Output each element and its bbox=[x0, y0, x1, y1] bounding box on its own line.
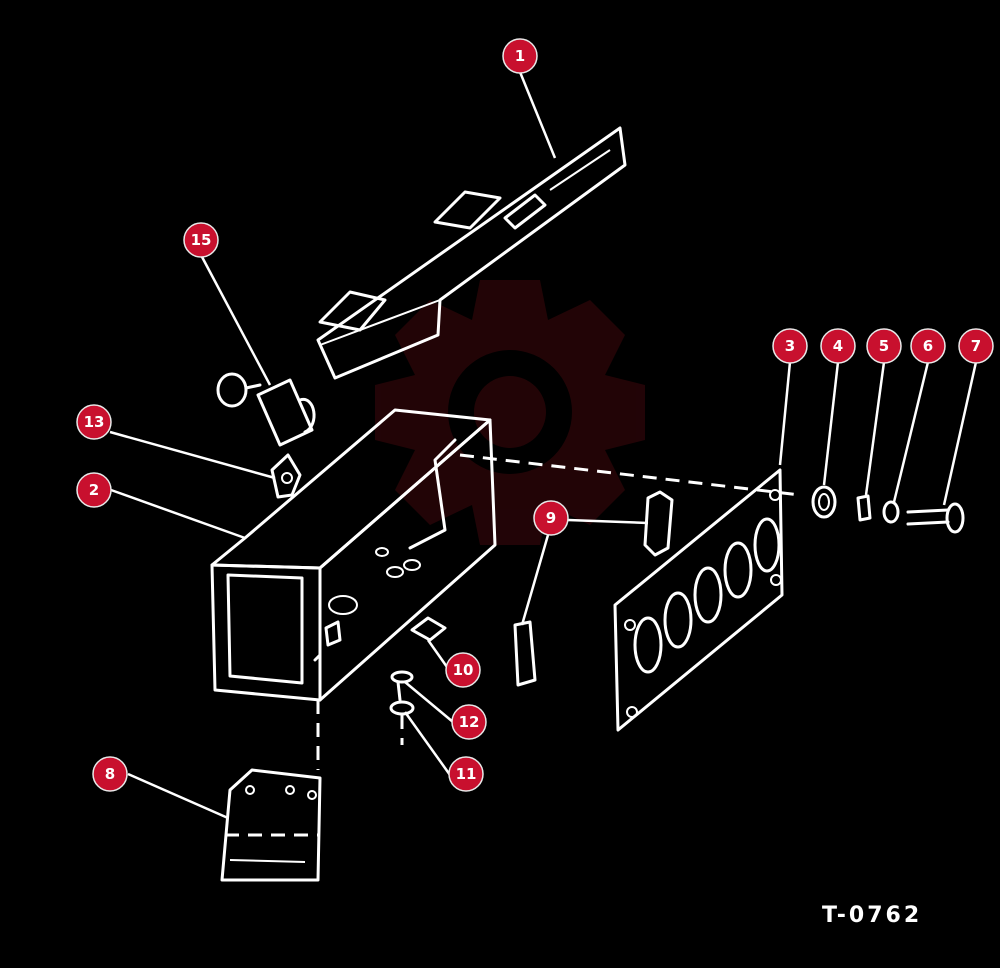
gear-watermark-icon bbox=[375, 280, 645, 545]
svg-text:11: 11 bbox=[456, 765, 477, 783]
callout-10: 10 bbox=[445, 652, 481, 688]
leader-lines bbox=[109, 71, 978, 820]
callout-2: 2 bbox=[76, 472, 112, 508]
part-clip-lower bbox=[513, 620, 537, 687]
callout-8: 8 bbox=[92, 756, 128, 792]
part-hasp bbox=[270, 453, 302, 499]
callout-7: 7 bbox=[958, 328, 994, 364]
part-screw bbox=[390, 670, 414, 702]
callout-9: 9 bbox=[533, 500, 569, 536]
callout-11: 11 bbox=[448, 756, 484, 792]
svg-text:15: 15 bbox=[191, 231, 212, 249]
callout-15: 15 bbox=[183, 222, 219, 258]
part-clip-upper bbox=[643, 490, 674, 557]
svg-text:12: 12 bbox=[459, 713, 480, 731]
callout-4: 4 bbox=[820, 328, 856, 364]
callout-3: 3 bbox=[772, 328, 808, 364]
part-cover-plate bbox=[220, 768, 322, 882]
svg-text:2: 2 bbox=[89, 481, 99, 499]
callout-1: 1 bbox=[502, 38, 538, 74]
callout-13: 13 bbox=[76, 404, 112, 440]
svg-text:5: 5 bbox=[879, 337, 889, 355]
part-nut bbox=[882, 500, 900, 524]
svg-text:8: 8 bbox=[105, 765, 115, 783]
svg-text:9: 9 bbox=[546, 509, 556, 527]
svg-text:1: 1 bbox=[515, 47, 525, 65]
callout-6: 6 bbox=[910, 328, 946, 364]
part-bolt bbox=[906, 502, 965, 534]
svg-text:6: 6 bbox=[923, 337, 933, 355]
part-gauge-panel bbox=[613, 468, 784, 732]
part-spacer bbox=[856, 494, 872, 522]
part-washer bbox=[389, 700, 415, 716]
part-box-body bbox=[210, 408, 497, 702]
callout-5: 5 bbox=[866, 328, 902, 364]
alignment-line-panel bbox=[459, 453, 801, 497]
figure-code: T-0762 bbox=[822, 903, 922, 928]
svg-text:13: 13 bbox=[84, 413, 105, 431]
part-grommet bbox=[811, 485, 837, 519]
callout-12: 12 bbox=[451, 704, 487, 740]
svg-text:7: 7 bbox=[971, 337, 981, 355]
svg-text:4: 4 bbox=[833, 337, 843, 355]
svg-text:10: 10 bbox=[453, 661, 474, 679]
part-cover-lid bbox=[316, 126, 627, 380]
svg-text:3: 3 bbox=[785, 337, 795, 355]
part-padlock bbox=[216, 372, 316, 447]
part-bracket bbox=[410, 616, 447, 642]
